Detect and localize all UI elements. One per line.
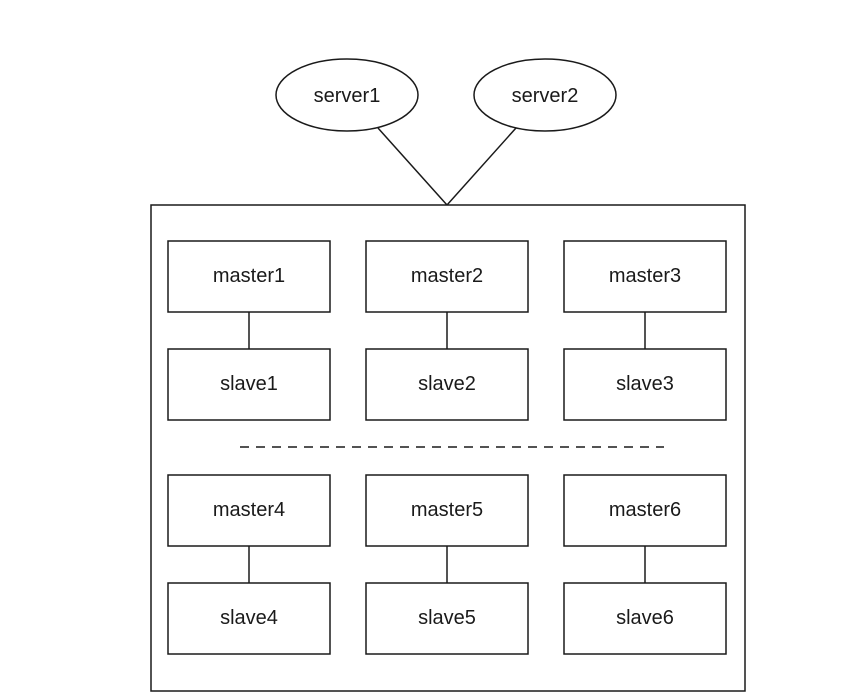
slave-node: slave4 bbox=[167, 582, 331, 655]
master-node: master6 bbox=[563, 474, 727, 547]
slave-node: slave5 bbox=[365, 582, 529, 655]
master-label: master6 bbox=[609, 499, 681, 521]
slave-label: slave5 bbox=[418, 607, 476, 629]
slave-label: slave1 bbox=[220, 373, 278, 395]
edge-server1-cluster bbox=[377, 127, 448, 206]
master-node: master4 bbox=[167, 474, 331, 547]
master-node: master1 bbox=[167, 240, 331, 313]
slave-label: slave2 bbox=[418, 373, 476, 395]
master-label: master5 bbox=[411, 499, 483, 521]
master-box bbox=[365, 240, 529, 313]
master-node: master3 bbox=[563, 240, 727, 313]
slave-node: slave3 bbox=[563, 348, 727, 421]
server-ellipse bbox=[473, 58, 617, 132]
master-label: master2 bbox=[411, 265, 483, 287]
edge-server2-cluster bbox=[446, 127, 517, 206]
slave-label: slave4 bbox=[220, 607, 278, 629]
master-node: master5 bbox=[365, 474, 529, 547]
slave-label: slave6 bbox=[616, 607, 674, 629]
master-label: master1 bbox=[213, 265, 285, 287]
master-box bbox=[167, 240, 331, 313]
server-label: server1 bbox=[314, 85, 381, 107]
master-label: master4 bbox=[213, 499, 285, 521]
master-box bbox=[563, 240, 727, 313]
server-node: server2 bbox=[473, 58, 617, 132]
slave-node: slave6 bbox=[563, 582, 727, 655]
slave-node: slave2 bbox=[365, 348, 529, 421]
slave-node: slave1 bbox=[167, 348, 331, 421]
server-node: server1 bbox=[275, 58, 419, 132]
server-ellipse bbox=[275, 58, 419, 132]
master-box bbox=[563, 474, 727, 547]
slave-box bbox=[563, 582, 727, 655]
master-box bbox=[365, 474, 529, 547]
slave-box bbox=[167, 348, 331, 421]
slave-box bbox=[365, 582, 529, 655]
slave-box bbox=[167, 582, 331, 655]
slave-label: slave3 bbox=[616, 373, 674, 395]
master-box bbox=[167, 474, 331, 547]
master-node: master2 bbox=[365, 240, 529, 313]
server-label: server2 bbox=[512, 85, 579, 107]
slave-box bbox=[365, 348, 529, 421]
slave-box bbox=[563, 348, 727, 421]
master-label: master3 bbox=[609, 265, 681, 287]
